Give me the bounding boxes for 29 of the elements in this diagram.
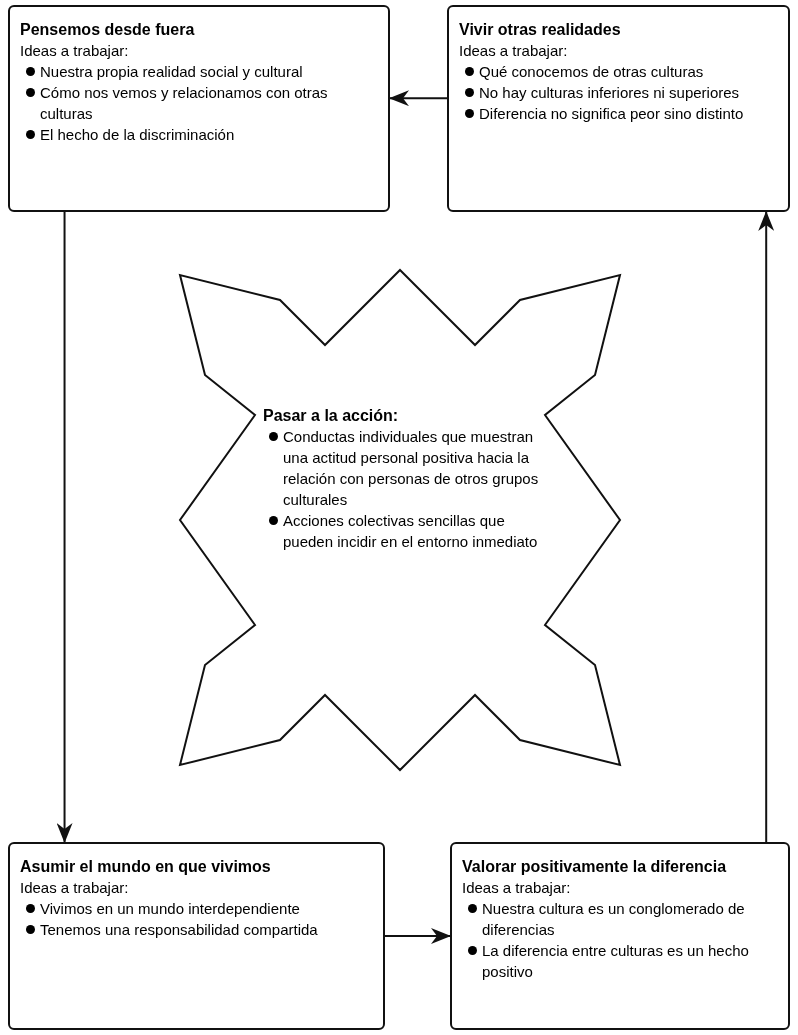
box-heading: Pensemos desde fuera bbox=[20, 20, 196, 40]
bullet-text: Cómo nos vemos y relacionamos con otras culturas bbox=[40, 83, 329, 124]
box-heading: Valorar positivamente la diferencia bbox=[462, 857, 728, 877]
bullet-text: Qué conocemos de otras culturas bbox=[479, 62, 704, 82]
box-heading: Asumir el mundo en que vivimos bbox=[20, 857, 272, 877]
idea-box bbox=[450, 842, 790, 1030]
idea-box bbox=[8, 5, 390, 212]
box-heading: Pasar a la acción: bbox=[263, 406, 400, 426]
subheading: Ideas a trabajar: bbox=[20, 878, 130, 898]
subheading: Ideas a trabajar: bbox=[462, 878, 572, 898]
idea-box bbox=[8, 842, 385, 1030]
bullet-text: El hecho de la discriminación bbox=[40, 125, 235, 145]
box-heading: Vivir otras realidades bbox=[459, 20, 622, 40]
idea-box bbox=[447, 5, 790, 212]
bullet-text: No hay culturas inferiores ni superiores bbox=[479, 83, 740, 103]
arrow bbox=[389, 90, 448, 107]
arrow bbox=[758, 211, 775, 843]
arrow bbox=[384, 928, 451, 944]
bullet-text: Nuestra propia realidad social y cultural bbox=[40, 62, 303, 82]
bullet-text: Diferencia no significa peor sino distinto bbox=[479, 104, 744, 124]
bullet-text: Nuestra cultura es un conglomerado de diferencias bbox=[482, 899, 746, 940]
bullet-text: Vivimos en un mundo interdependiente bbox=[40, 899, 300, 919]
bullet-text: Tenemos una responsabilidad compartida bbox=[40, 920, 318, 940]
arrow bbox=[56, 211, 73, 843]
subheading: Ideas a trabajar: bbox=[459, 41, 569, 61]
subheading: Ideas a trabajar: bbox=[20, 41, 130, 61]
bullet-text: Conductas individuales que muestran una actitud personal positiva hacia la relación con personas de otros grupos culturales bbox=[283, 427, 540, 510]
bullet-text: La diferencia entre culturas es un hecho positivo bbox=[482, 941, 750, 982]
bullet-text: Acciones colectivas sencillas que pueden incidir en el entorno inmediato bbox=[283, 511, 539, 552]
